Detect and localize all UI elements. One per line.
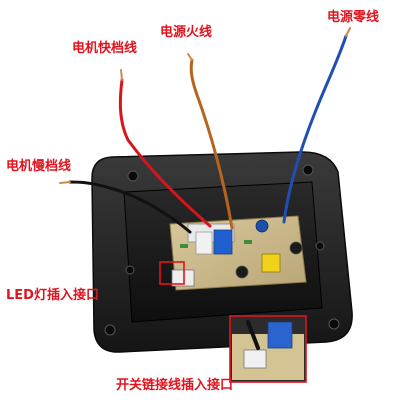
capacitor [289, 241, 303, 255]
switch-socket-inset-relay [267, 321, 293, 349]
led-socket [171, 269, 195, 287]
screw-hole [328, 318, 340, 330]
relay [213, 229, 233, 255]
label-motor-slow-wire: 电机慢档线 [6, 159, 72, 174]
wire-tip [345, 27, 351, 37]
screw-hole [104, 324, 116, 336]
screw-hole [125, 265, 135, 275]
wire-red-motor-fast [118, 78, 212, 228]
label-power-neutral-wire: 电源零线 [327, 10, 380, 25]
capacitor [255, 219, 269, 233]
label-power-live-wire: 电源火线 [160, 25, 213, 40]
component [244, 240, 252, 244]
component [180, 244, 188, 248]
wire-tip [59, 181, 71, 184]
wire-brown-live [189, 58, 234, 230]
screw-hole [315, 241, 325, 251]
wire-tip [187, 53, 193, 61]
led-socket-highlight [159, 261, 185, 285]
wire-blue-neutral [282, 34, 348, 224]
screw-hole [127, 170, 139, 182]
relay [195, 231, 213, 255]
wire-black-motor-slow [68, 180, 192, 234]
label-motor-fast-wire: 电机快档线 [72, 41, 138, 56]
switch-socket-inset-connector [243, 349, 267, 369]
transformer [261, 253, 281, 273]
capacitor [235, 265, 249, 279]
switch-socket-inset-wire [246, 320, 260, 350]
label-switch-cable-socket: 开关链接线插入接口 [116, 378, 234, 393]
label-led-socket: LED灯插入接口 [6, 288, 99, 303]
screw-hole [302, 164, 314, 176]
wire-tip [120, 69, 123, 81]
